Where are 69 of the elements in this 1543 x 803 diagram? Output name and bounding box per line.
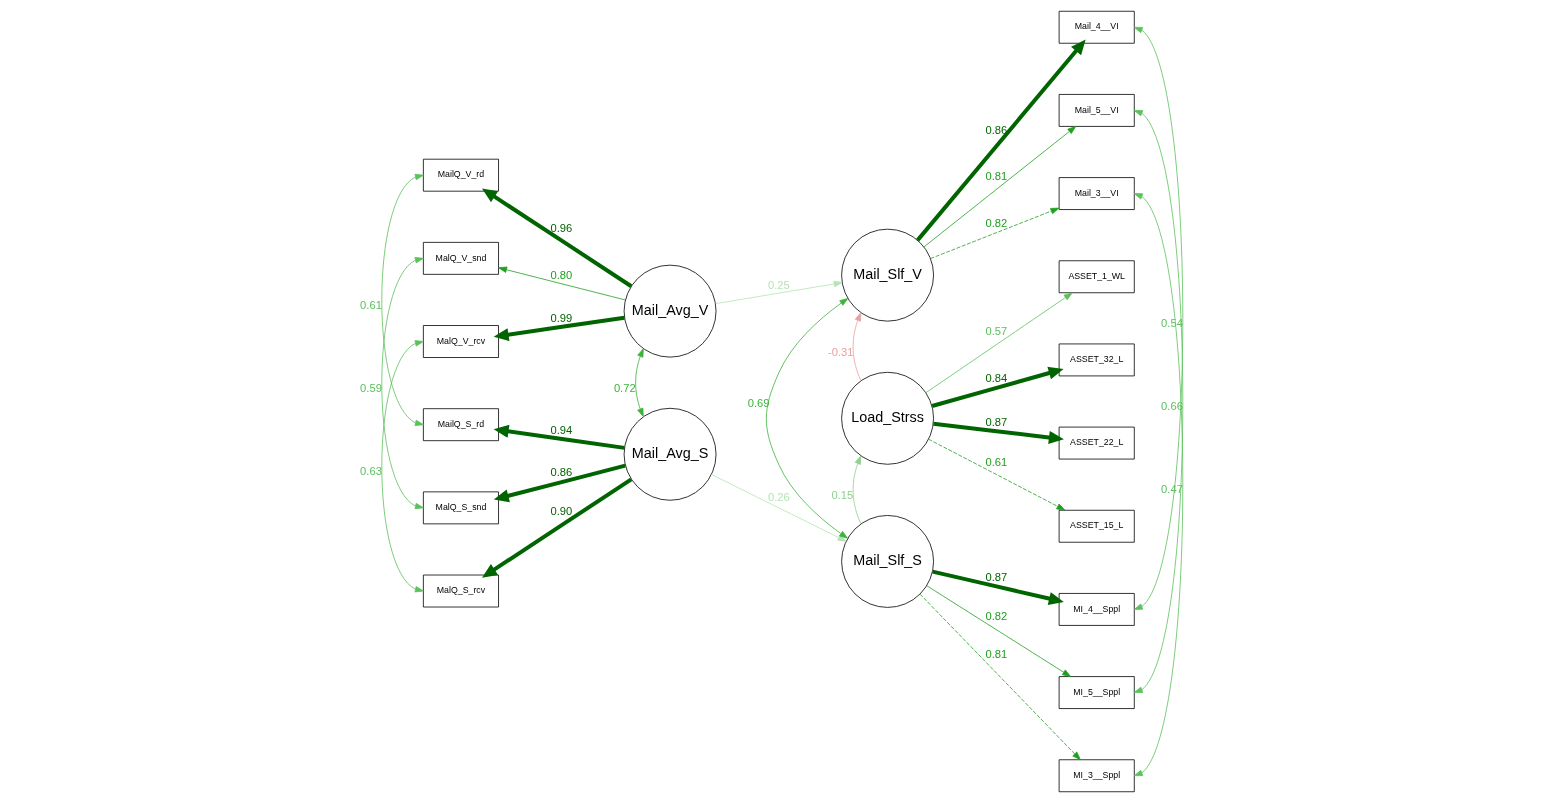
arrow <box>493 424 625 450</box>
arrow <box>715 280 843 305</box>
edge-label: 0.57 <box>985 325 1008 338</box>
arrow <box>932 569 1064 606</box>
node-box: ASSET_32_L <box>1058 343 1135 377</box>
edge-label: 0.81 <box>985 170 1008 183</box>
arrow <box>919 593 1081 761</box>
arrow <box>923 126 1077 248</box>
arrow <box>381 340 424 593</box>
node-box: MI_5__Sppl <box>1058 676 1135 709</box>
arrow <box>493 463 626 503</box>
edge-label: 0.80 <box>550 269 573 282</box>
arrow <box>381 257 424 510</box>
node-box: ASSET_1_WL <box>1058 260 1135 294</box>
node-box: MalQ_S_rcv <box>422 574 499 608</box>
node-box: MailQ_S_rd <box>422 408 499 442</box>
edge-label: 0.86 <box>985 123 1008 136</box>
edge-label: 0.84 <box>985 372 1008 385</box>
arrow <box>916 39 1086 242</box>
edge-label: 0.69 <box>747 396 770 409</box>
arrow <box>765 298 849 539</box>
node-box: MI_4__Sppl <box>1058 593 1135 626</box>
edge-label: 0.82 <box>985 609 1008 622</box>
edge-label: 0.59 <box>360 382 382 395</box>
edge-label: 0.81 <box>985 648 1008 661</box>
arrow <box>1133 110 1184 693</box>
arrow <box>926 585 1071 677</box>
edge-label: 0.90 <box>550 505 573 518</box>
edge-label: 0.61 <box>360 299 382 312</box>
arrow <box>928 438 1066 511</box>
arrow <box>852 455 862 525</box>
node-box: MalQ_S_snd <box>422 491 499 525</box>
arrow <box>482 477 633 578</box>
edge-label: 0.94 <box>550 424 573 437</box>
arrow <box>931 366 1064 408</box>
edge-label: -0.31 <box>827 345 854 358</box>
node-box: MalQ_V_rcv <box>422 325 499 358</box>
node-box: ASSET_15_L <box>1058 509 1135 543</box>
arrow <box>498 266 626 301</box>
arrow <box>933 421 1064 444</box>
edge-label: 0.63 <box>360 465 382 478</box>
edge-label: 0.26 <box>767 490 790 503</box>
node-box: Mail_5__VI <box>1058 94 1135 127</box>
arrow <box>493 315 625 342</box>
edge-label: 0.99 <box>550 311 573 324</box>
arrow <box>925 292 1073 394</box>
node-box: Mail_3__VI <box>1058 177 1135 210</box>
edge-label: 0.15 <box>831 488 854 501</box>
edge-label: 0.82 <box>985 216 1008 229</box>
node-box: MalQ_V_snd <box>422 241 499 275</box>
edge-label: 0.86 <box>550 466 573 479</box>
arrow <box>381 173 424 426</box>
edge-label: 0.96 <box>550 222 573 235</box>
edge-label: 0.61 <box>985 455 1008 468</box>
edge-label: 0.72 <box>613 381 636 394</box>
node-box: MailQ_V_rd <box>422 158 499 192</box>
arrow <box>711 474 847 542</box>
arrow <box>482 188 633 288</box>
arrow <box>852 312 862 381</box>
arrow <box>1133 26 1184 610</box>
arrow <box>635 348 644 417</box>
node-box: MI_3__Sppl <box>1058 759 1135 793</box>
edge-label: 0.25 <box>767 278 790 291</box>
node-box: ASSET_22_L <box>1058 426 1135 460</box>
edge-label: 0.87 <box>985 570 1008 583</box>
node-box: Mail_4__VI <box>1058 10 1135 44</box>
arrow <box>1133 193 1184 777</box>
arrow <box>930 207 1060 259</box>
edge-label: 0.87 <box>985 416 1008 429</box>
